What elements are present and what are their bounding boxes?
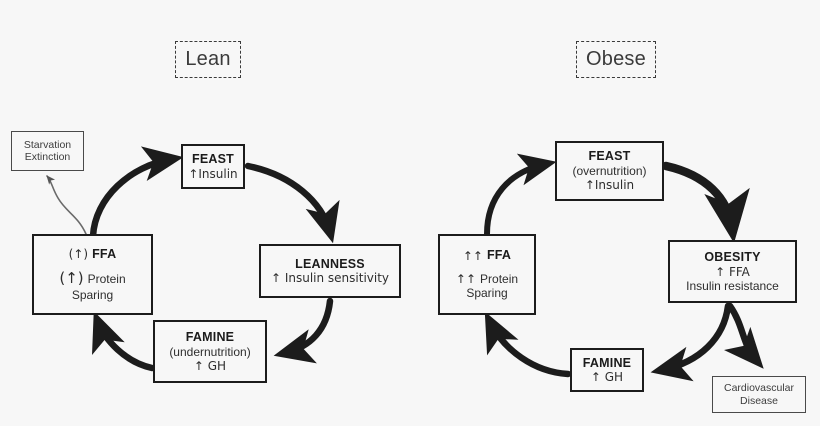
obese-famine-line2: ↑ GH bbox=[590, 370, 624, 385]
node-lean-starvation: Starvation Extinction bbox=[11, 131, 84, 171]
node-obese-famine: FAMINE ↑ GH bbox=[570, 348, 644, 392]
obese-ffa-line3-label: Sparing bbox=[466, 286, 508, 301]
lean-ffa-line1-arrow: (↑) bbox=[68, 247, 89, 261]
panel-title-lean: Lean bbox=[175, 41, 241, 78]
lean-famine-line2: (undernutrition) bbox=[169, 344, 251, 359]
edge-obese-feast-to-obesity bbox=[661, 161, 750, 244]
node-obese-feast: FEAST (overnutrition) ↑Insulin bbox=[555, 141, 664, 201]
obese-obesity-line3: Insulin resistance bbox=[686, 278, 779, 293]
lean-feast-header: FEAST bbox=[192, 152, 234, 167]
lean-feast-line2: ↑Insulin bbox=[188, 166, 238, 181]
edge-obese-obesity-to-famine bbox=[650, 302, 732, 382]
lean-ffa-line2-label: Protein bbox=[87, 272, 126, 287]
obese-obesity-line2: ↑ FFA bbox=[715, 264, 750, 279]
node-obese-obesity: OBESITY ↑ FFA Insulin resistance bbox=[668, 240, 797, 303]
obese-ffa-line2-label: Protein bbox=[480, 272, 519, 287]
node-lean-feast: FEAST ↑Insulin bbox=[181, 144, 245, 189]
obese-feast-line3: ↑Insulin bbox=[584, 178, 635, 193]
obese-cvd-line2: Disease bbox=[740, 394, 778, 407]
edge-lean-leanness-to-famine bbox=[273, 297, 334, 364]
node-lean-famine: FAMINE (undernutrition) ↑ GH bbox=[153, 320, 267, 383]
edge-lean-feast-to-leanness bbox=[244, 162, 340, 244]
panel-title-lean-label: Lean bbox=[185, 47, 231, 70]
panel-title-obese: Obese bbox=[576, 41, 656, 78]
panel-title-obese-label: Obese bbox=[586, 47, 646, 70]
node-lean-leanness: LEANNESS ↑ Insulin sensitivity bbox=[259, 244, 401, 298]
lean-ffa-line2-arrow: (↑) bbox=[59, 269, 84, 288]
obese-ffa-line1-label: FFA bbox=[486, 248, 512, 263]
obese-obesity-header: OBESITY bbox=[704, 249, 761, 264]
lean-starvation-line1: Starvation bbox=[23, 138, 72, 151]
obese-famine-header: FAMINE bbox=[582, 355, 632, 370]
obese-feast-header: FEAST bbox=[588, 149, 631, 164]
lean-ffa-line3-label: Sparing bbox=[71, 288, 114, 303]
edge-obese-famine-to-ffa bbox=[484, 311, 572, 378]
node-obese-ffa: ↑↑ FFA ↑↑ Protein Sparing bbox=[438, 234, 536, 315]
edge-lean-ffa-to-feast bbox=[89, 146, 184, 240]
obese-feast-line2: (overnutrition) bbox=[572, 164, 647, 179]
obese-ffa-line2-arrow: ↑↑ bbox=[455, 272, 477, 287]
lean-starvation-line2: Extinction bbox=[24, 151, 71, 163]
lean-famine-line3: ↑ GH bbox=[193, 358, 227, 373]
node-lean-ffa: (↑) FFA (↑) Protein Sparing bbox=[32, 234, 153, 315]
lean-leanness-header: LEANNESS bbox=[295, 256, 365, 271]
edge-obese-ffa-to-feast bbox=[484, 153, 557, 237]
edge-lean-famine-to-ffa bbox=[92, 311, 156, 372]
lean-famine-header: FAMINE bbox=[185, 329, 235, 344]
edge-obese-obesity-to-cvd bbox=[723, 302, 764, 369]
lean-leanness-line2: ↑ Insulin sensitivity bbox=[270, 271, 390, 286]
obese-cvd-line1: Cardiovascular bbox=[723, 382, 795, 395]
obese-ffa-line1-arrow: ↑↑ bbox=[462, 248, 483, 263]
node-obese-cvd: Cardiovascular Disease bbox=[712, 376, 806, 413]
edge-lean-ffa-to-starvation bbox=[46, 175, 87, 235]
lean-ffa-line1-label: FFA bbox=[92, 246, 117, 261]
